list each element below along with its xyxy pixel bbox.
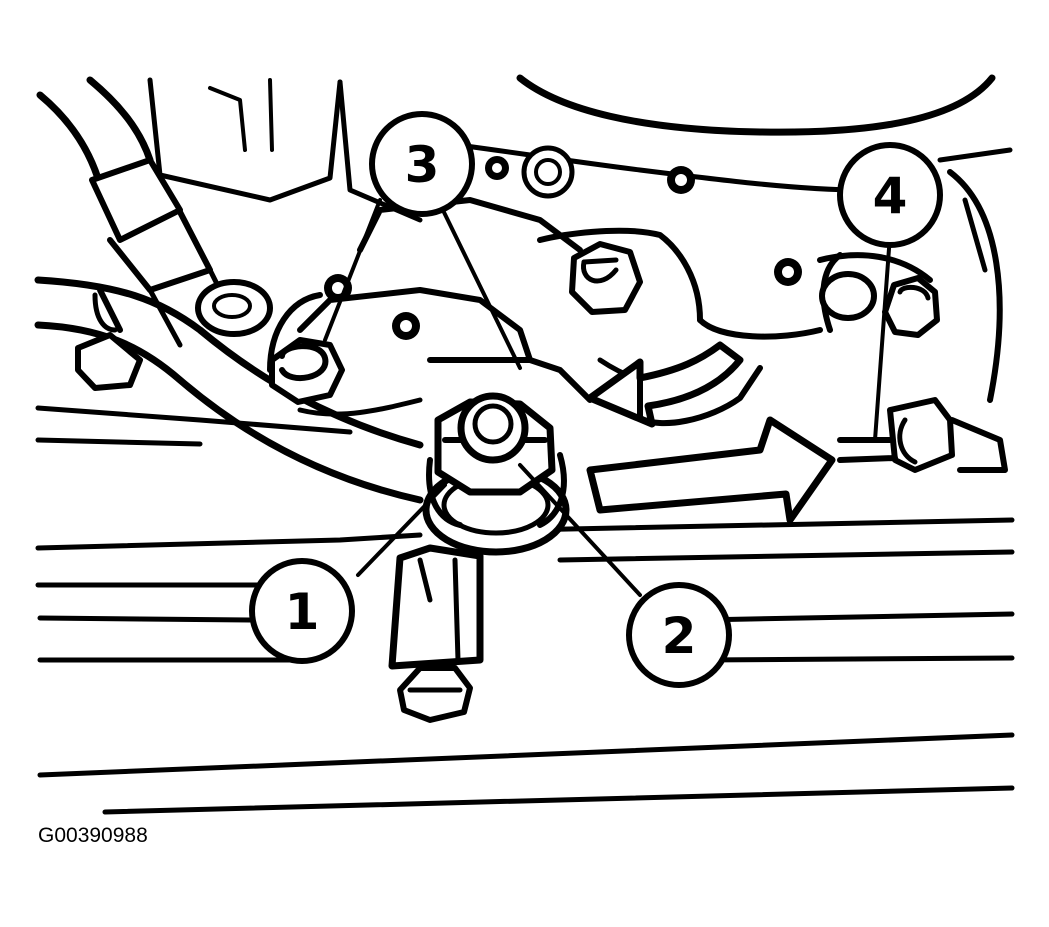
small-nut-bracket: [392, 312, 420, 340]
bolt-top-center: [569, 241, 643, 315]
callout-4: 4: [837, 142, 943, 248]
figure-id-label: G00390988: [38, 824, 148, 847]
coolant-hose: [36, 76, 243, 348]
main-mount-nut: [434, 392, 556, 496]
callout-3: 3: [369, 111, 475, 217]
rotation-arrow: [586, 341, 763, 428]
engine-block-outline: [147, 74, 1013, 403]
small-nut-mid: [774, 258, 802, 286]
leader-lines: [323, 198, 892, 597]
lower-hose: [34, 276, 424, 504]
bolt-right: [882, 275, 940, 338]
callout-1: 1: [249, 558, 355, 664]
hose-clamp: [75, 332, 143, 391]
bracket-bolt-left: [269, 337, 345, 405]
small-nut-top: [485, 156, 509, 180]
push-arrow: [586, 416, 836, 524]
callout-1-label: 1: [285, 583, 320, 641]
washer-left: [195, 279, 273, 337]
small-bolt-top: [521, 145, 575, 199]
rod-end-bushing: [837, 397, 1008, 473]
callout-2-label: 2: [662, 607, 697, 665]
sensor-connector: [388, 544, 484, 723]
frame-rails: [35, 405, 1015, 815]
callout-4-label: 4: [873, 167, 908, 225]
callout-3-label: 3: [405, 136, 440, 194]
callout-2: 2: [626, 582, 732, 688]
small-nut-right: [667, 166, 695, 194]
hole-right: [819, 271, 877, 321]
small-nut-left: [324, 274, 352, 302]
